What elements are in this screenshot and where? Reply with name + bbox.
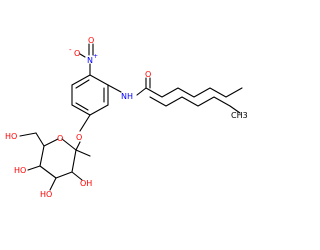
amide-nh-label: NH [121, 92, 133, 101]
nitro-nitrogen-label: N [87, 56, 93, 65]
ring-oxygen-label: O [57, 134, 63, 143]
alkyl-terminus-label: CH3 [231, 111, 248, 120]
chemical-structure: N + O - O NH O CH3 O O HO HO HO OH [5, 36, 248, 199]
atom-labels: N + O - O NH O CH3 O O HO HO HO OH [5, 36, 248, 199]
nitro-oxygen-left-label: O [74, 49, 80, 58]
nitro-oxygen-top-label: O [88, 36, 94, 45]
oh-c4-label: HO [14, 166, 26, 175]
bond-lines [19, 43, 243, 191]
ch2oh-label: HO [5, 132, 17, 141]
oh-c3-label: HO [40, 190, 52, 199]
nitro-nitrogen-charge: + [93, 53, 98, 60]
oh-c2-label: OH [80, 179, 92, 188]
nitro-oxygen-left-charge: - [69, 46, 72, 54]
amide-oxygen-label: O [145, 70, 151, 79]
ether-oxygen-label: O [76, 133, 82, 142]
